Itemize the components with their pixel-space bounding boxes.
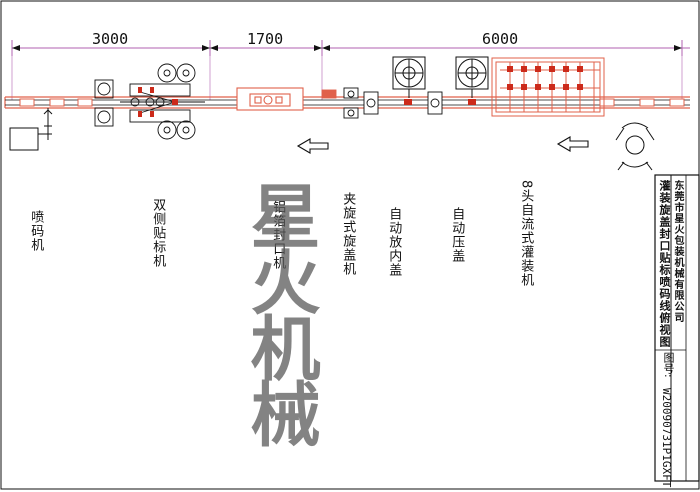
station-label-inkjet: 喷码机 bbox=[28, 210, 44, 252]
station-label-cap-press: 自动压盖 bbox=[449, 207, 465, 263]
dimension-seg1: 3000 bbox=[92, 30, 129, 48]
title-block-title: 灌装旋盖封口贴标喷码线俯视图 bbox=[658, 180, 671, 348]
title-block-drawing-no-label: 图号: bbox=[662, 352, 675, 378]
title-block-drawing-no: W20090731P1GXFT bbox=[660, 388, 673, 488]
flow-arrow-right bbox=[556, 136, 589, 152]
dimension-seg2: 1700 bbox=[247, 30, 284, 48]
conveyor bbox=[4, 96, 690, 109]
title-block-company: 东莞市星火包装机械有限公司 bbox=[672, 180, 683, 323]
dimension-seg3: 6000 bbox=[482, 30, 519, 48]
station-label-filler: 8头自流式灌装机 bbox=[518, 180, 534, 288]
operator-figure bbox=[615, 122, 655, 171]
watermark: 星火机械 bbox=[239, 180, 322, 444]
station-label-labeler: 双侧贴标机 bbox=[150, 198, 166, 268]
cap-hopper bbox=[392, 56, 489, 98]
station-label-foil-sealer: 铝箔封口机 bbox=[270, 200, 286, 270]
station-label-cap-placer: 自动放内盖 bbox=[386, 207, 402, 277]
capper bbox=[321, 87, 443, 119]
inkjet-coder bbox=[9, 108, 53, 151]
flow-arrow-left bbox=[296, 138, 329, 154]
foil-sealer bbox=[236, 87, 304, 111]
station-label-capper: 夹旋式旋盖机 bbox=[340, 192, 356, 276]
title-block-frame bbox=[654, 174, 700, 482]
labeler bbox=[94, 63, 205, 140]
